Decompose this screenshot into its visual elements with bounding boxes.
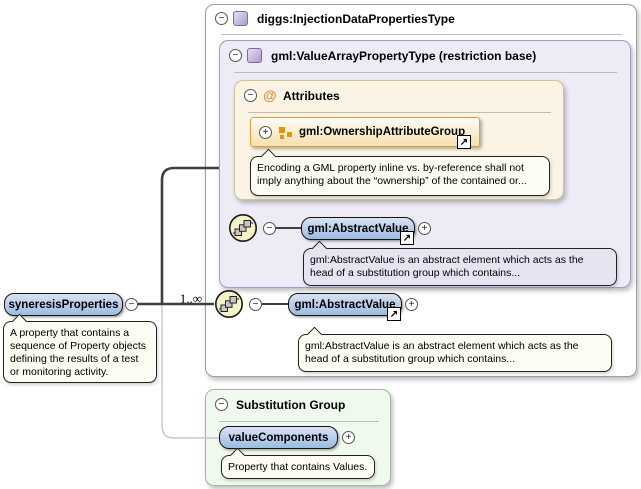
sequence-icon [214, 289, 244, 319]
doc-line: A property that contains a [10, 327, 130, 339]
collapse-toggle[interactable]: − [215, 12, 228, 25]
collapse-toggle[interactable]: − [229, 49, 242, 62]
expand-toggle[interactable]: + [418, 222, 431, 235]
expand-toggle[interactable]: + [342, 431, 355, 444]
doc-line: defining the results of a test [10, 353, 139, 365]
attributes-title: Attributes [283, 89, 340, 103]
collapse-toggle[interactable]: − [249, 298, 262, 311]
collapse-toggle[interactable]: − [215, 398, 228, 411]
jump-to-definition-icon[interactable]: ↗ [400, 231, 414, 245]
attribute-group-doc: Encoding a GML property inline vs. by-re… [250, 148, 550, 196]
attribute-at-icon: @ [263, 87, 277, 103]
restriction-base-title: gml:ValueArrayPropertyType (restriction … [271, 49, 537, 63]
divider [219, 421, 379, 422]
cardinality-label: 1..∞ [179, 291, 202, 306]
doc-line: head of a substitution group which conta… [305, 353, 516, 365]
expand-toggle[interactable]: + [405, 298, 418, 311]
attribute-group-box[interactable]: + gml:OwnershipAttributeGroup [250, 117, 480, 147]
expand-toggle[interactable]: + [259, 126, 272, 139]
collapse-toggle[interactable]: − [263, 222, 276, 235]
abstract-value-doc: gml:AbstractValue is an abstract element… [303, 240, 617, 286]
element-gml-abstract-value[interactable]: gml:AbstractValue [301, 217, 415, 240]
doc-line: gml:AbstractValue is an abstract element… [310, 254, 584, 266]
element-syneresis-properties[interactable]: syneresisProperties [4, 293, 123, 316]
complex-type-title: diggs:InjectionDataPropertiesType [257, 12, 455, 26]
doc-line: gml:AbstractValue is an abstract element… [305, 340, 579, 352]
abstract-value-doc: gml:AbstractValue is an abstract element… [298, 326, 612, 372]
element-value-components[interactable]: valueComponents [219, 426, 338, 449]
element-gml-abstract-value[interactable]: gml:AbstractValue [288, 293, 402, 316]
doc-line: Encoding a GML property inline vs. by-re… [257, 162, 524, 174]
doc-line: head of a substitution group which conta… [310, 267, 521, 279]
sequence-icon [228, 213, 258, 243]
collapse-toggle[interactable]: − [125, 298, 138, 311]
doc-line: or monitoring activity. [10, 366, 109, 378]
doc-line: sequence of Property objects [10, 340, 146, 352]
jump-to-definition-icon[interactable]: ↗ [387, 307, 401, 321]
doc-line: imply anything about the “ownership” of … [257, 175, 527, 187]
substitution-group-title: Substitution Group [236, 398, 346, 412]
divider [234, 72, 617, 73]
doc-line: Property that contains Values. [228, 461, 368, 473]
attribute-group-label: gml:OwnershipAttributeGroup [299, 126, 466, 138]
collapse-toggle[interactable]: − [244, 89, 257, 102]
value-components-doc: Property that contains Values. [221, 447, 375, 479]
jump-to-definition-icon[interactable]: ↗ [457, 135, 471, 149]
divider [248, 112, 551, 113]
complex-type-icon [247, 48, 262, 63]
syneresis-properties-doc: A property that contains a sequence of P… [3, 313, 157, 383]
attribute-group-icon [279, 126, 293, 140]
complex-type-icon [233, 11, 248, 26]
divider [221, 34, 622, 35]
